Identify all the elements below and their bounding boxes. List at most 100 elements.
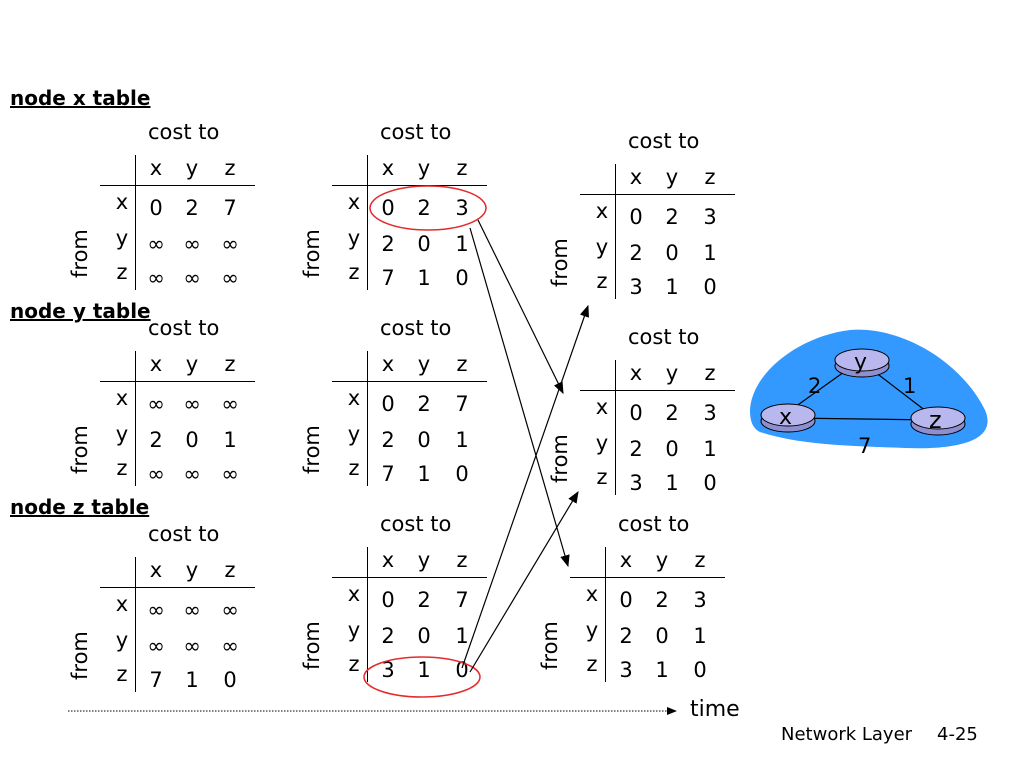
cost-cell-z-x: 3 (629, 275, 643, 299)
cost-cell-x-y: 2 (185, 196, 199, 220)
cost-cell-y-y: 0 (185, 428, 199, 452)
row-label-z: z (348, 260, 360, 284)
row-label-z: z (116, 456, 128, 480)
row-label-z: z (348, 456, 360, 480)
cost-cell-x-y: 2 (665, 401, 679, 425)
row-label-y: y (347, 226, 361, 250)
cost-cell-z-y: 1 (185, 668, 199, 692)
cost-cell-x-y: 2 (665, 205, 679, 229)
column-header-y: y (665, 361, 679, 385)
column-header-x: x (619, 548, 633, 572)
cost-cell-x-z: 3 (693, 588, 707, 612)
cost-cell-z-z: 0 (223, 668, 237, 692)
column-header-x: x (629, 165, 643, 189)
cost-cell-z-y: 1 (417, 462, 431, 486)
row-label-x: x (347, 582, 361, 606)
cost-cell-z-z: 0 (455, 462, 469, 486)
column-header-y: y (417, 156, 431, 180)
cost-cell-z-y: ∞ (183, 462, 201, 486)
cost-to-label: cost to (148, 522, 220, 546)
column-header-z: z (704, 165, 716, 189)
router-z (910, 406, 966, 436)
row-label-y: y (347, 422, 361, 446)
column-header-z: z (456, 548, 468, 572)
column-header-z: z (456, 156, 468, 180)
row-label-x: x (115, 386, 129, 410)
cost-to-label: cost to (380, 316, 452, 340)
table-header-rule (332, 185, 487, 186)
cost-cell-z-x: 7 (381, 462, 395, 486)
node-z-title: node z table (10, 495, 150, 519)
table-header-rule (570, 577, 725, 578)
cost-cell-x-z: 7 (455, 392, 469, 416)
router-y (834, 348, 890, 378)
graph-node-x-label: x (779, 405, 793, 430)
edge-cost-x-y: 2 (808, 374, 822, 398)
router-x (760, 403, 816, 433)
cost-cell-z-x: 3 (381, 658, 395, 682)
cost-cell-z-x: 7 (381, 266, 395, 290)
cost-cell-y-y: 0 (665, 241, 679, 265)
cost-cell-y-x: 2 (619, 624, 633, 648)
graph-node-y-label: y (854, 350, 868, 375)
table-row-rule (135, 155, 136, 290)
cost-cell-y-y: ∞ (183, 634, 201, 658)
cost-cell-z-y: 1 (665, 275, 679, 299)
column-header-y: y (185, 352, 199, 376)
edge-cost-y-z: 1 (903, 374, 917, 398)
cost-cell-x-y: 2 (417, 392, 431, 416)
footer-page-number: 4-25 (937, 724, 978, 745)
cost-to-label: cost to (618, 512, 690, 536)
cost-cell-z-y: ∞ (183, 266, 201, 290)
column-header-x: x (381, 548, 395, 572)
table-header-rule (580, 194, 735, 195)
cost-cell-z-z: 0 (455, 266, 469, 290)
row-label-y: y (595, 235, 609, 259)
cost-cell-y-x: 2 (381, 624, 395, 648)
cost-cell-x-x: 0 (381, 392, 395, 416)
cost-cell-x-y: ∞ (183, 598, 201, 622)
row-label-x: x (115, 592, 129, 616)
table-row-rule (615, 164, 616, 299)
table-header-rule (332, 577, 487, 578)
arrow-x-to-z (469, 227, 570, 568)
cost-cell-z-z: 0 (693, 658, 707, 682)
cost-cell-z-x: ∞ (147, 462, 165, 486)
column-header-x: x (149, 156, 163, 180)
highlight-circle-x-row (369, 185, 487, 231)
column-header-x: x (629, 361, 643, 385)
cost-cell-z-x: 3 (619, 658, 633, 682)
table-header-rule (100, 381, 255, 382)
cost-cell-y-z: 1 (455, 428, 469, 452)
cost-cell-z-y: 1 (655, 658, 669, 682)
cost-cell-y-z: 1 (455, 624, 469, 648)
cost-cell-y-x: 2 (629, 241, 643, 265)
column-header-x: x (149, 352, 163, 376)
cost-cell-x-y: 2 (417, 196, 431, 220)
column-header-x: x (381, 156, 395, 180)
cost-cell-z-z: ∞ (221, 266, 239, 290)
cost-cell-y-z: ∞ (221, 634, 239, 658)
cost-cell-z-x: 3 (629, 471, 643, 495)
cost-cell-y-y: 0 (417, 232, 431, 256)
cost-cell-y-x: 2 (381, 232, 395, 256)
table-row-rule (615, 360, 616, 495)
column-header-z: z (694, 548, 706, 572)
column-header-y: y (655, 548, 669, 572)
timeline-label: time (690, 697, 740, 722)
column-header-y: y (417, 352, 431, 376)
column-header-y: y (185, 156, 199, 180)
column-header-x: x (149, 558, 163, 582)
row-label-y: y (347, 618, 361, 642)
row-label-x: x (347, 386, 361, 410)
node-y-title: node y table (10, 299, 151, 323)
graph-node-z-label: z (929, 406, 942, 434)
cost-cell-y-x: ∞ (147, 232, 165, 256)
footer-section: Network Layer (781, 724, 913, 745)
